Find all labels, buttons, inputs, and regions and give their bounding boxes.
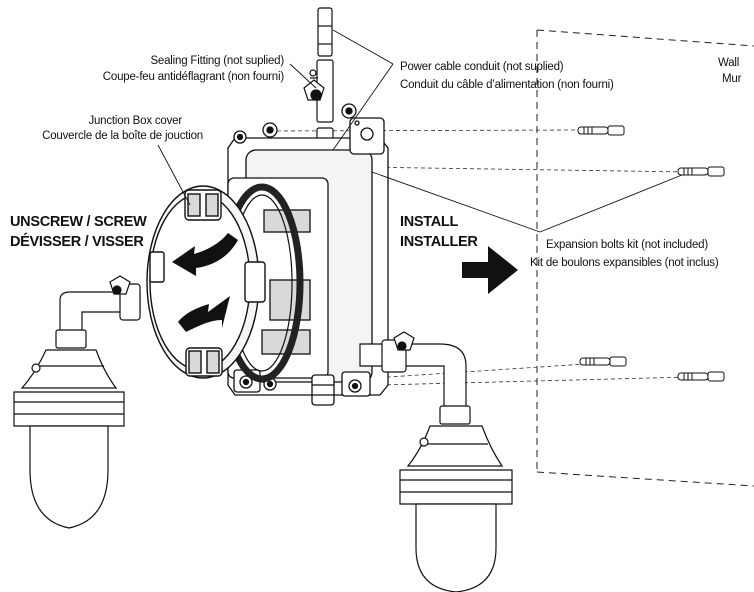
sealing-fitting-label-fr: Coupe-feu antidéflagrant (non fourni) [102,71,284,83]
install-label-fr: INSTALLER [400,234,478,250]
unscrew-label-fr: DÉVISSER / VISSER [10,234,144,250]
expansion-bolt [577,125,725,382]
power-conduit-label-fr: Conduit du câble d’alimentation (non fou… [400,79,614,91]
install-label-en: INSTALL [400,214,459,230]
junction-cover-label-en: Junction Box cover [88,115,182,127]
pendant-light-right [359,331,513,592]
wall-label-en: Wall [718,57,740,69]
leader-lines [157,29,683,233]
bolts-label-fr: Kit de boulons expansibles (not inclus) [530,257,719,269]
bolts-label-en: Expansion bolts kit (not included) [546,239,708,251]
wall-label-fr: Mur [722,73,742,85]
sealing-fitting-label-en: Sealing Fitting (not suplied) [150,55,284,67]
power-conduit-label-en: Power cable conduit (not suplied) [400,61,564,73]
unscrew-label-en: UNSCREW / SCREW [10,214,147,230]
pendant-light-left [13,275,141,529]
wall-outline [536,29,754,487]
junction-cover-label-fr: Couvercle de la boîte de jouction [42,130,203,142]
sealing-fitting [303,59,334,123]
curved-arrow-icon [172,233,238,332]
right-arrow-icon [462,246,518,294]
